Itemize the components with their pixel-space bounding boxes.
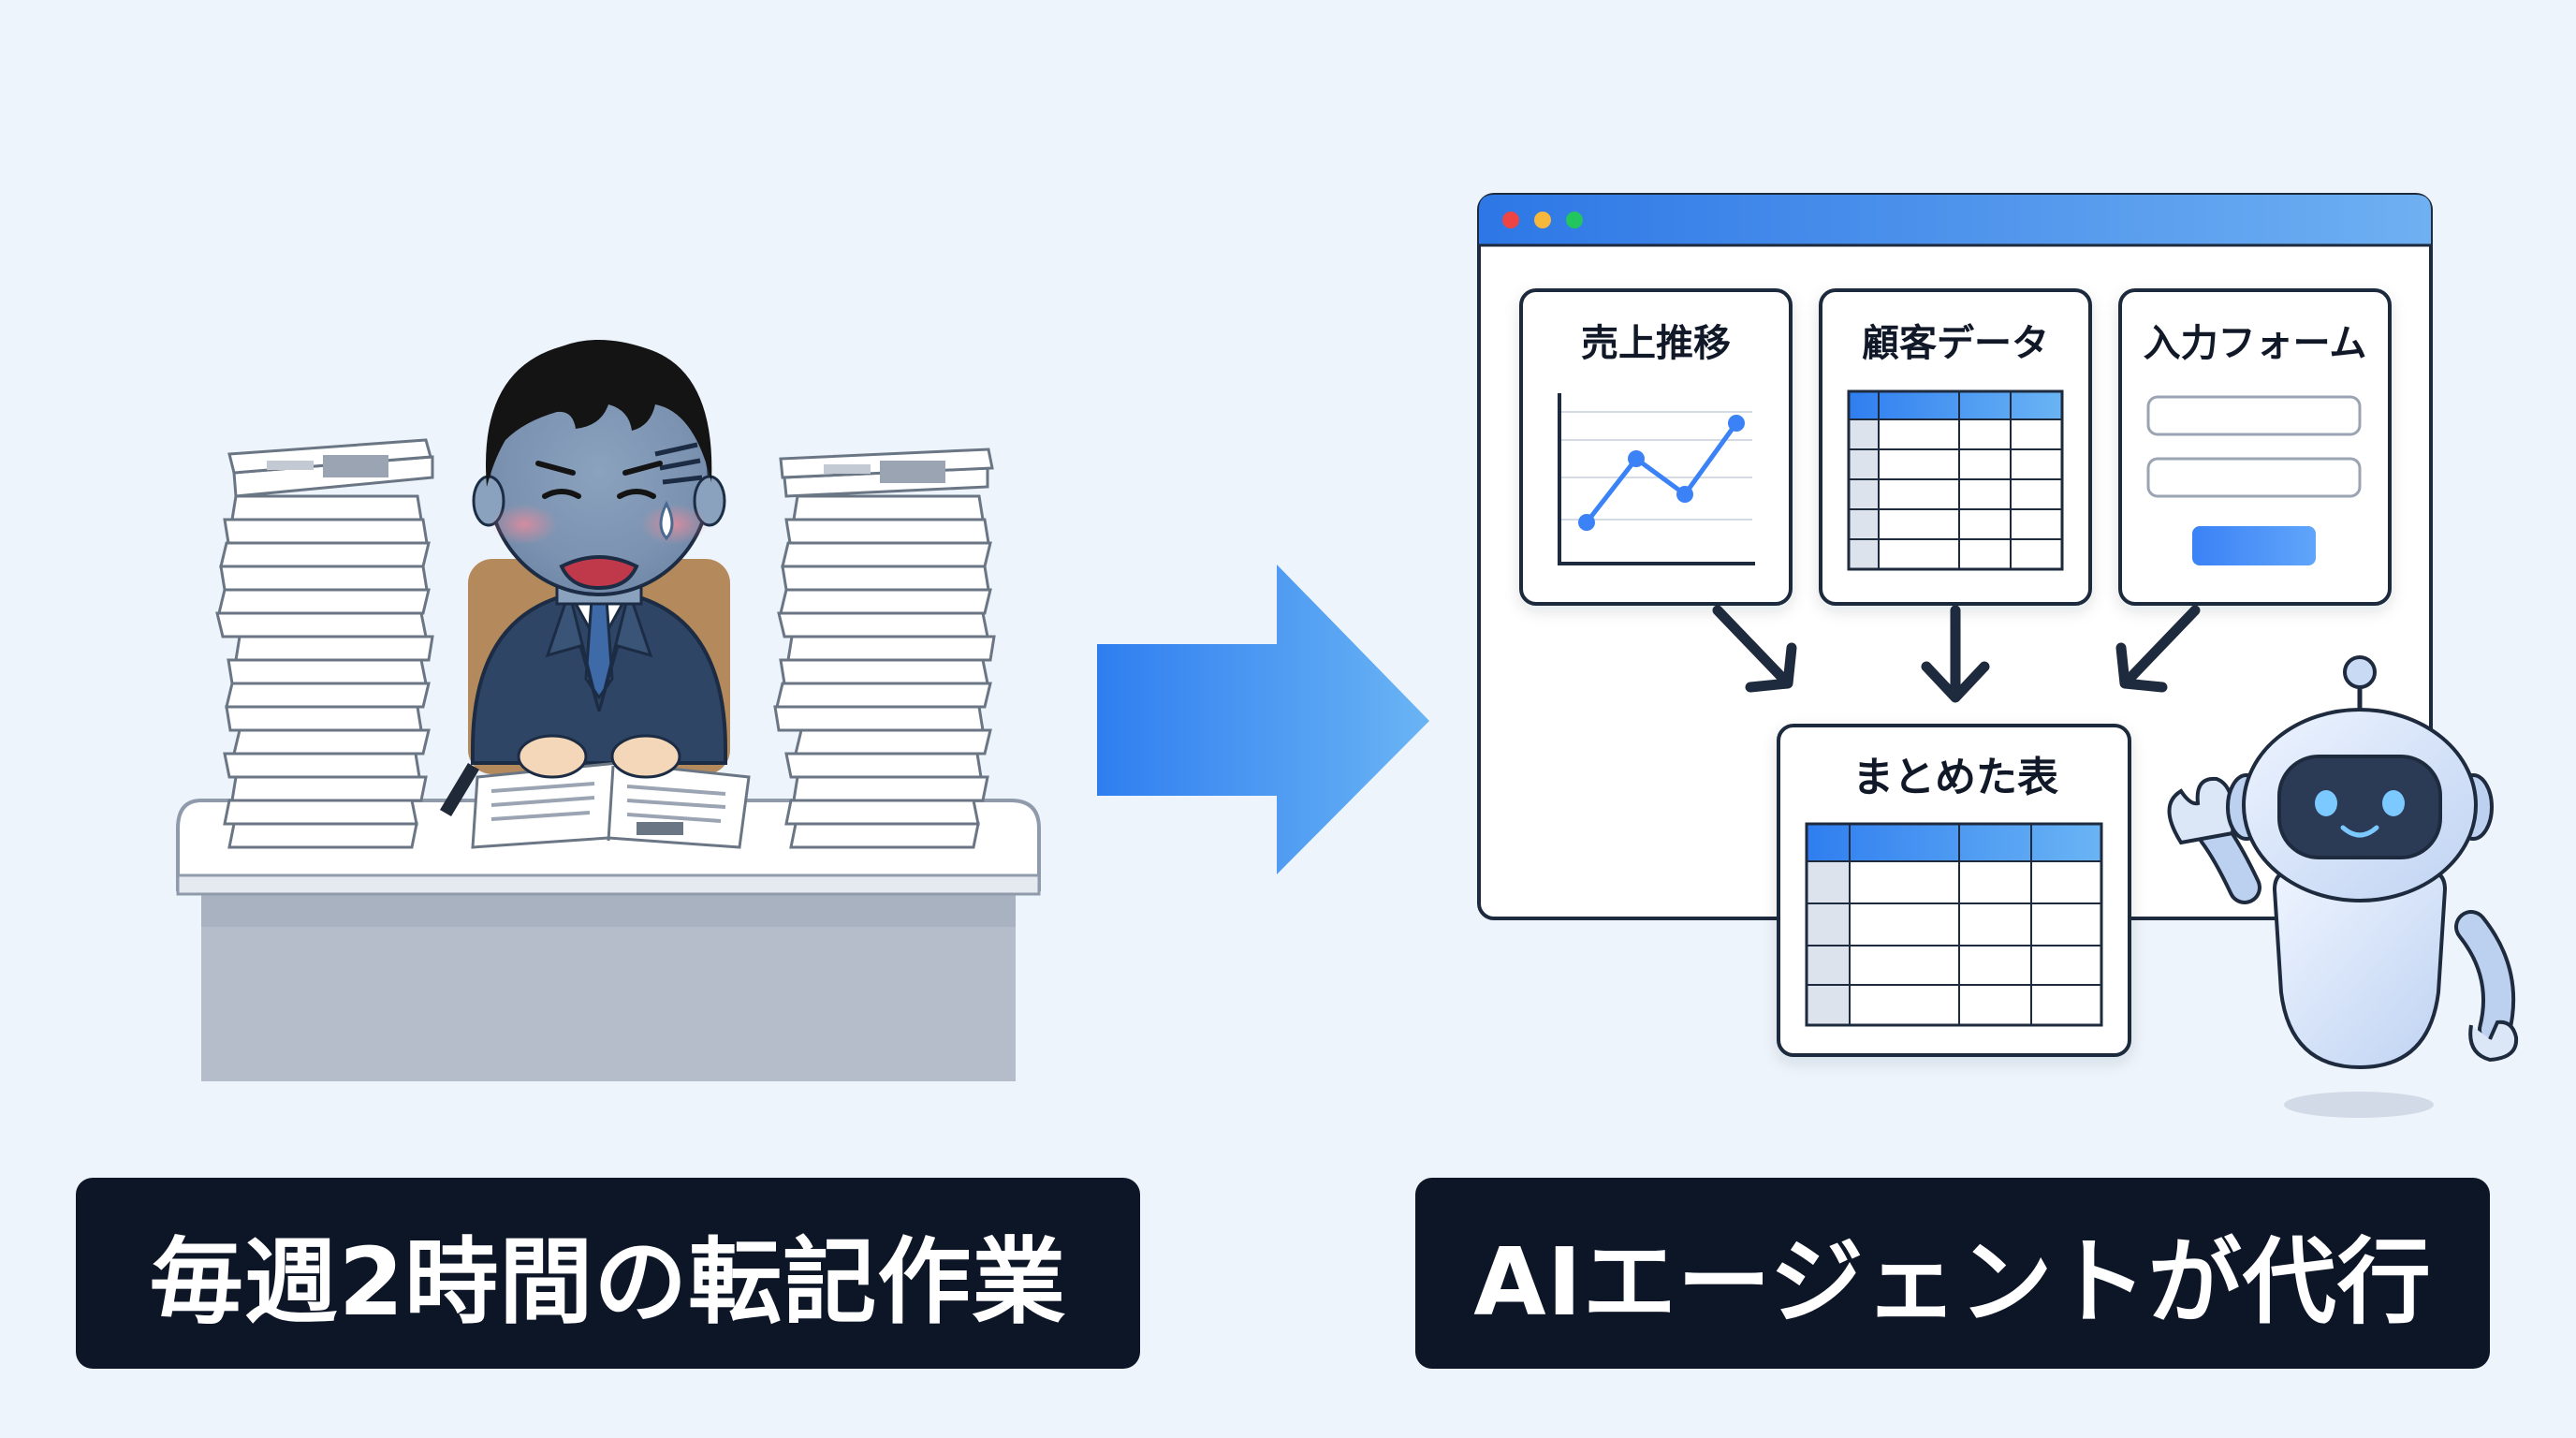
sweat-drop-icon (659, 500, 674, 541)
line-chart-icon (1558, 393, 1755, 565)
form-field-1[interactable] (2146, 395, 2362, 436)
card-title-input-form: 入力フォーム (2144, 322, 2367, 365)
card-sales-trend: 売上推移 (1519, 288, 1793, 606)
caption-ai-agent: AIエージェントが代行 (1415, 1178, 2490, 1369)
ai-robot-illustration (2167, 655, 2519, 1118)
right-paper-stack (773, 448, 996, 849)
pen-icon (440, 763, 479, 816)
window-close-dot[interactable] (1502, 212, 1519, 228)
card-customer-data: 顧客データ (1819, 288, 2092, 606)
form-field-2[interactable] (2146, 457, 2362, 498)
worker-head (472, 339, 726, 606)
overworked-worker-illustration (176, 339, 1041, 1081)
caption-manual-transcription: 毎週2時間の転記作業 (76, 1178, 1140, 1369)
summary-table-grid-icon (1805, 822, 2103, 1027)
transition-arrow-icon (1097, 565, 1429, 874)
table-grid-icon (1847, 389, 2064, 571)
card-title-summary: まとめた表 (1852, 754, 2058, 801)
robot-face-screen (2277, 755, 2442, 859)
card-title-customer-data: 顧客データ (1862, 322, 2049, 365)
card-input-form: 入力フォーム (2118, 288, 2392, 606)
form-submit-button[interactable] (2192, 526, 2316, 565)
card-summary-table: まとめた表 (1777, 724, 2131, 1057)
window-maximize-dot[interactable] (1566, 212, 1583, 228)
window-titlebar (1479, 195, 2431, 245)
left-paper-stack (215, 438, 434, 849)
card-title-sales-trend: 売上推移 (1581, 322, 1731, 365)
flow-arrows (1712, 605, 2201, 703)
window-minimize-dot[interactable] (1534, 212, 1551, 228)
desk-document (471, 761, 751, 849)
app-window: 売上推移 顧客データ (1477, 193, 2433, 920)
